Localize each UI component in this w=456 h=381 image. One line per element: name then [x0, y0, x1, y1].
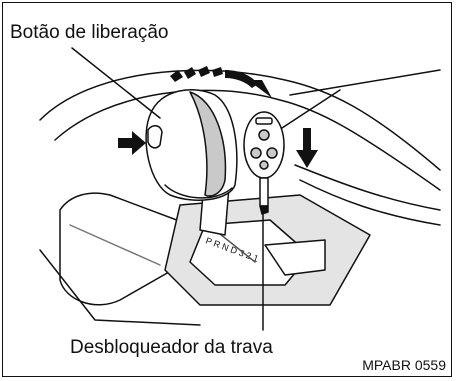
key-button-3	[266, 147, 278, 159]
shift-knob-button	[147, 125, 163, 149]
key-button-4	[259, 160, 269, 170]
release-button-label: Botão de liberação	[10, 22, 169, 43]
figure-border	[2, 2, 452, 377]
console-side	[39, 249, 201, 326]
key-top-slot	[255, 117, 273, 125]
motion-arrow-head	[248, 80, 272, 98]
shift-knob-base	[164, 184, 233, 199]
key-leader-line	[281, 89, 341, 129]
figure-code-label: MPABR 0559	[362, 357, 446, 373]
key-blade-tip	[259, 205, 269, 215]
release-arrow-icon	[118, 131, 146, 155]
motion-arrow-body	[225, 70, 258, 88]
dashboard-panel-line	[289, 69, 441, 96]
motion-arrow-dash-1	[170, 70, 183, 82]
gate-track	[214, 229, 256, 263]
key-button-1	[258, 129, 270, 141]
release-leader-line	[71, 47, 161, 119]
dashboard-panel-line-2	[299, 179, 441, 226]
motion-arrow-dash-3	[198, 66, 210, 77]
key-blade	[259, 177, 269, 207]
key-icon	[243, 111, 285, 215]
gate-insert	[264, 239, 326, 276]
motion-arrow-dash-2	[184, 67, 196, 79]
console-inner-curve	[54, 89, 441, 191]
motion-arrow-dash-4	[212, 67, 223, 77]
shift-lock-release-label: Desbloqueador da trava	[70, 337, 273, 358]
key-down-arrow-icon	[296, 128, 318, 168]
shift-knob-shade	[189, 91, 227, 197]
armrest-shade	[69, 224, 161, 266]
dashboard-panel-line-3	[294, 164, 441, 211]
key-button-2	[250, 147, 262, 159]
console-outline	[39, 69, 441, 171]
